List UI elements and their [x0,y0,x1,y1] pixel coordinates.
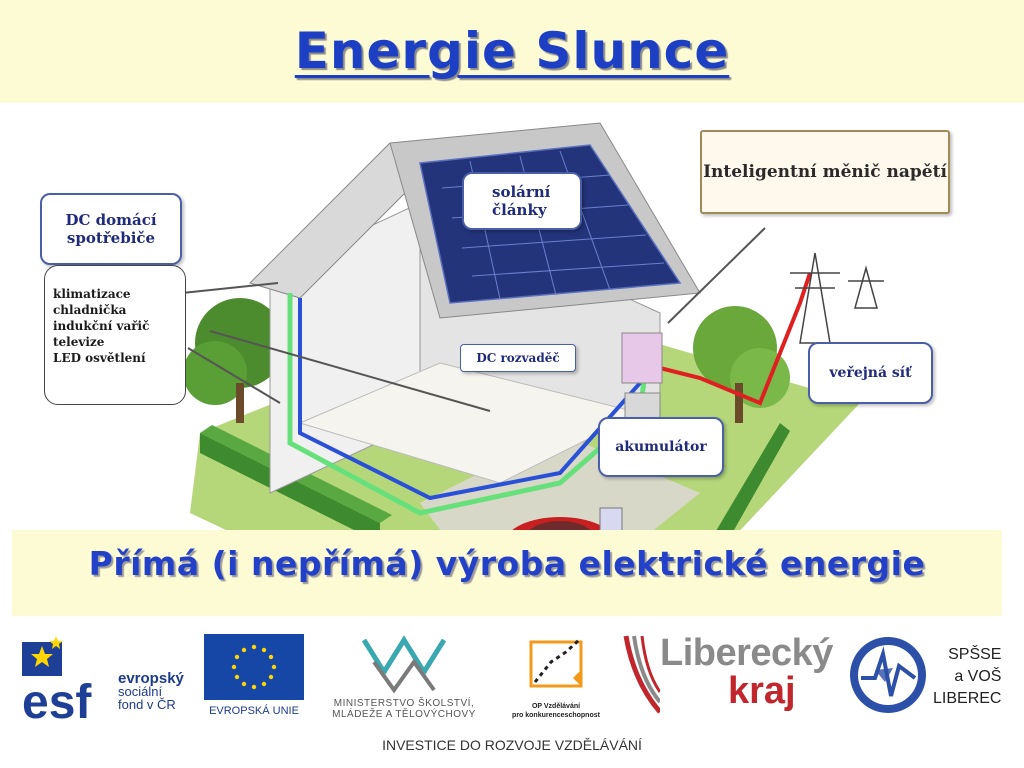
slide-subtitle: Přímá (i nepřímá) výroba elektrické ener… [88,544,926,583]
blue-wire [298,298,642,501]
footer-logos: esf evropský sociální fond v ČR EVROPSKÁ… [0,628,1024,729]
list-item: indukční vařič [53,319,150,333]
eu-flag-icon [204,634,304,700]
callout-accumulator: akumulátor [598,417,724,477]
spsse-text: SPŠSE a VOŠ LIBEREC [933,646,1002,707]
esf-text: evropský sociální fond v ČR [118,670,184,712]
callout-dc-switchboard: DC rozvaděč [460,344,576,372]
liberec-stripes-icon [623,635,660,714]
appliance-list: klimatizace chladnička indukční vařič te… [44,265,186,405]
callout-inverter: Inteligentní měnič napětí [700,130,950,214]
svg-text:esf: esf [22,676,92,722]
eu-label: EVROPSKÁ UNIE [209,705,299,717]
title-band: Energie Slunce [0,0,1024,103]
list-item: televize [53,335,105,349]
arrow-to-room [181,282,279,294]
callout-dc-appliances: DC domácí spotřebiče [40,193,182,265]
spsse-emblem-icon [850,637,926,713]
power-pylon [790,252,884,344]
eu-logo: EVROPSKÁ UNIE [204,634,304,720]
msmt-logo: MINISTERSTVO ŠKOLSTVÍ, MLÁDEŽE A TĚLOVÝC… [314,632,494,722]
arrow-to-kitchen [187,347,281,404]
investice-tagline: INVESTICE DO ROZVOJE VZDĚLÁVÁNÍ [382,737,642,753]
opvk-logo: OP Vzdělávání pro konkurenceschopnost [500,632,612,722]
opvk-mark-icon [529,638,583,688]
arrow-to-inverter [667,227,766,324]
msmt-mark-icon [361,635,447,694]
hedge-left [200,433,380,543]
esf-mark-icon: esf [22,636,92,729]
subtitle-band: Přímá (i nepřímá) výroba elektrické ener… [12,530,1002,616]
list-item: klimatizace [53,287,131,301]
list-item: LED osvětlení [53,351,146,365]
callout-public-grid: veřejná síť [808,342,933,404]
callout-solar-panels: solární články [462,172,582,230]
list-item: chladnička [53,303,127,317]
spsse-logo: SPŠSE a VOŠ LIBEREC [845,632,1015,722]
red-wire [639,272,812,406]
slide-title: Energie Slunce [294,22,730,80]
liberecky-kraj-logo: Liberecký kraj [620,632,835,718]
arrow-to-switchboard [209,330,491,412]
inverter-device [621,332,663,384]
esf-logo: esf evropský sociální fond v ČR [22,632,202,729]
